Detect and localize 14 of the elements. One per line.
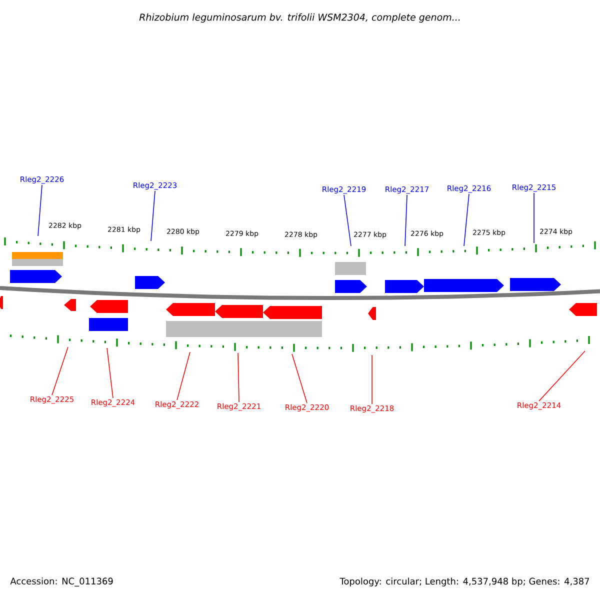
leader-line — [538, 350, 586, 402]
leader-line — [238, 352, 240, 402]
leader-line — [38, 184, 42, 236]
leader-line — [176, 352, 190, 400]
footer-text: Topology: circular; Length: 4,537,948 bp; Genes: 4,387 — [340, 578, 590, 586]
leader-line — [404, 194, 408, 246]
leader-line — [106, 348, 114, 398]
leader-line — [344, 194, 352, 246]
leader-line — [464, 194, 470, 246]
leader-line — [292, 354, 308, 404]
footer-text: Accession: NC_011369 — [10, 578, 113, 586]
leader-line — [52, 346, 68, 396]
leader-line — [150, 190, 156, 242]
title: Rhizobium leguminosarum bv. trifolii WSM2304, complete genom... — [139, 13, 460, 23]
